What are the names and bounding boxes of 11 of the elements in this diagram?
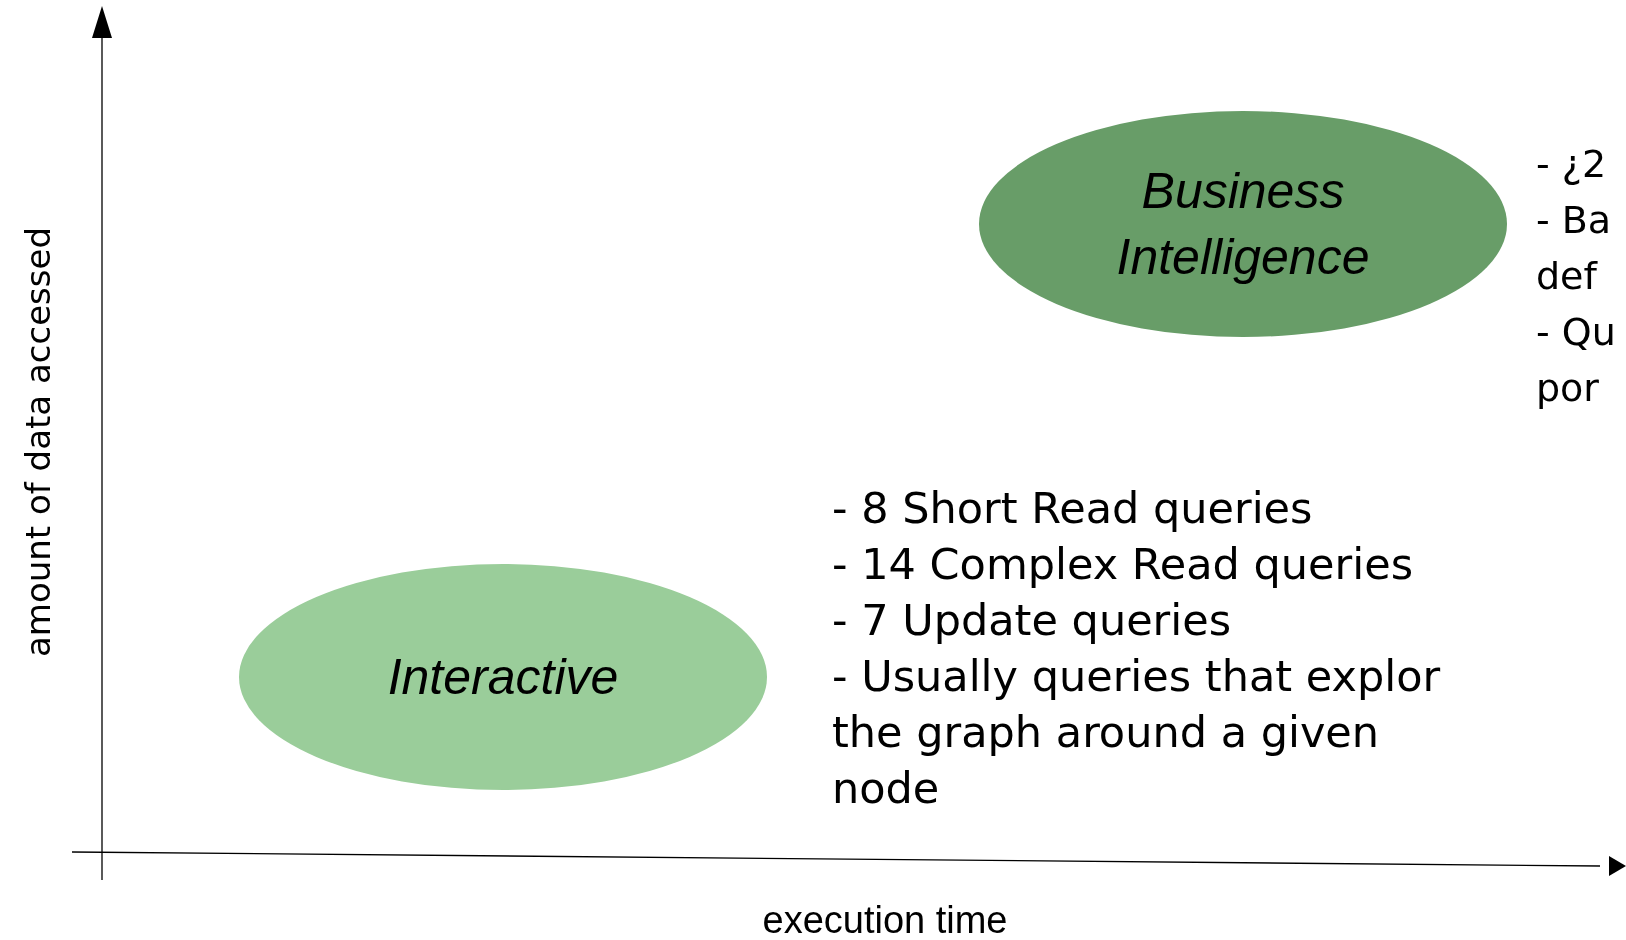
bullet-text: - Usually queries that explor the graph around a given node — [832, 650, 1442, 815]
bullet-text: - 8 Short Read queries — [832, 482, 1314, 535]
axis-title: execution time — [762, 898, 1008, 940]
bullet-text: - Ba def — [1536, 197, 1613, 300]
bullet-text: - Qu por — [1536, 309, 1617, 412]
category-label: Interactive — [386, 648, 620, 707]
bullet-text: - 14 Complex Read queries — [832, 538, 1415, 591]
category-label: Business Intelligence — [1115, 162, 1371, 287]
bullet-text: - ¿2 — [1536, 141, 1608, 188]
bullet-text: - 7 Update queries — [832, 594, 1233, 647]
axis-title: amount of data accessed — [18, 227, 58, 657]
